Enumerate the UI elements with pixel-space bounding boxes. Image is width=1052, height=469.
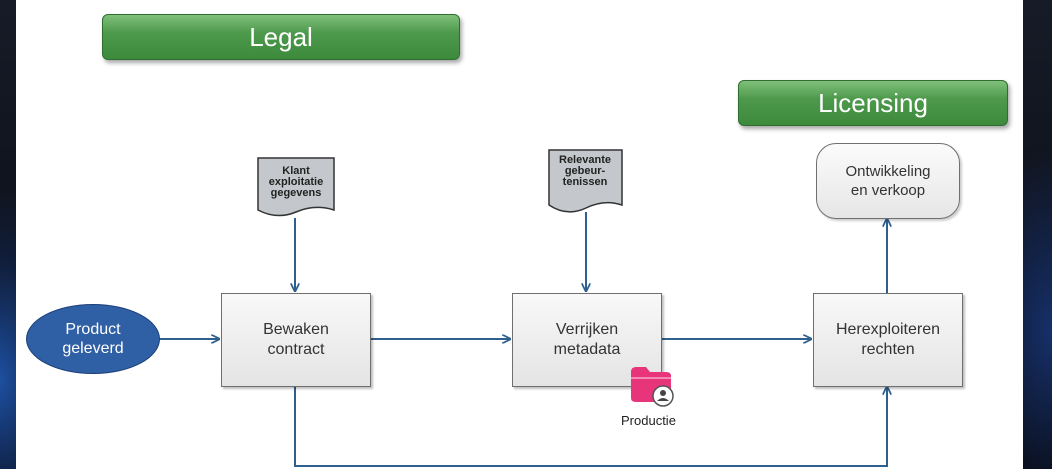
start-node-line-1: Product bbox=[65, 321, 121, 338]
diagram-canvas: Legal Licensing Klant exploitatie gegeve… bbox=[16, 0, 1023, 469]
productie-label: Productie bbox=[621, 413, 676, 428]
end-node-line-1: Ontwikkeling bbox=[845, 163, 931, 180]
process-bewaken-line-1: Bewaken bbox=[263, 321, 329, 338]
lane-header-licensing: Licensing bbox=[738, 80, 1008, 126]
end-node-line-2: en verkoop bbox=[850, 182, 926, 199]
document-relevante-line-3: tenissen bbox=[562, 176, 608, 188]
document-relevante-label: Relevante gebeur- tenissen bbox=[550, 155, 620, 188]
start-node-line-2: geleverd bbox=[62, 340, 124, 357]
connector-layer bbox=[158, 149, 1023, 467]
document-relevante-line-2: gebeur- bbox=[564, 165, 606, 177]
process-herexploiteren-line-1: Herexploiteren bbox=[835, 321, 941, 338]
process-bewaken-line-2: contract bbox=[267, 341, 325, 358]
document-klant-line-3: gegevens bbox=[270, 187, 322, 199]
document-shape-klant bbox=[257, 157, 335, 217]
document-relevante-line-1: Relevante bbox=[559, 154, 611, 166]
lane-header-legal: Legal bbox=[102, 14, 460, 60]
document-klant-line-2: exploitatie bbox=[268, 176, 324, 188]
pink-folder-user-icon bbox=[631, 367, 674, 407]
process-herexploiteren-line-2: rechten bbox=[861, 341, 915, 358]
document-klant-label: Klant exploitatie gegevens bbox=[260, 166, 332, 199]
document-klant-line-1: Klant bbox=[282, 165, 310, 177]
process-bewaken-contract: Bewaken contract bbox=[221, 293, 371, 387]
process-verrijken-metadata: Verrijken metadata bbox=[512, 293, 662, 387]
arrow-bewaken-to-herexploiteren-bypass bbox=[294, 385, 887, 467]
process-verrijken-line-1: Verrijken bbox=[555, 321, 619, 338]
start-node-product-geleverd: Product geleverd bbox=[26, 304, 160, 374]
process-herexploiteren-rechten: Herexploiteren rechten bbox=[813, 293, 963, 387]
process-verrijken-line-2: metadata bbox=[553, 341, 621, 358]
document-shape-relevante bbox=[548, 149, 623, 213]
end-node-ontwikkeling-en-verkoop: Ontwikkeling en verkoop bbox=[816, 143, 960, 219]
